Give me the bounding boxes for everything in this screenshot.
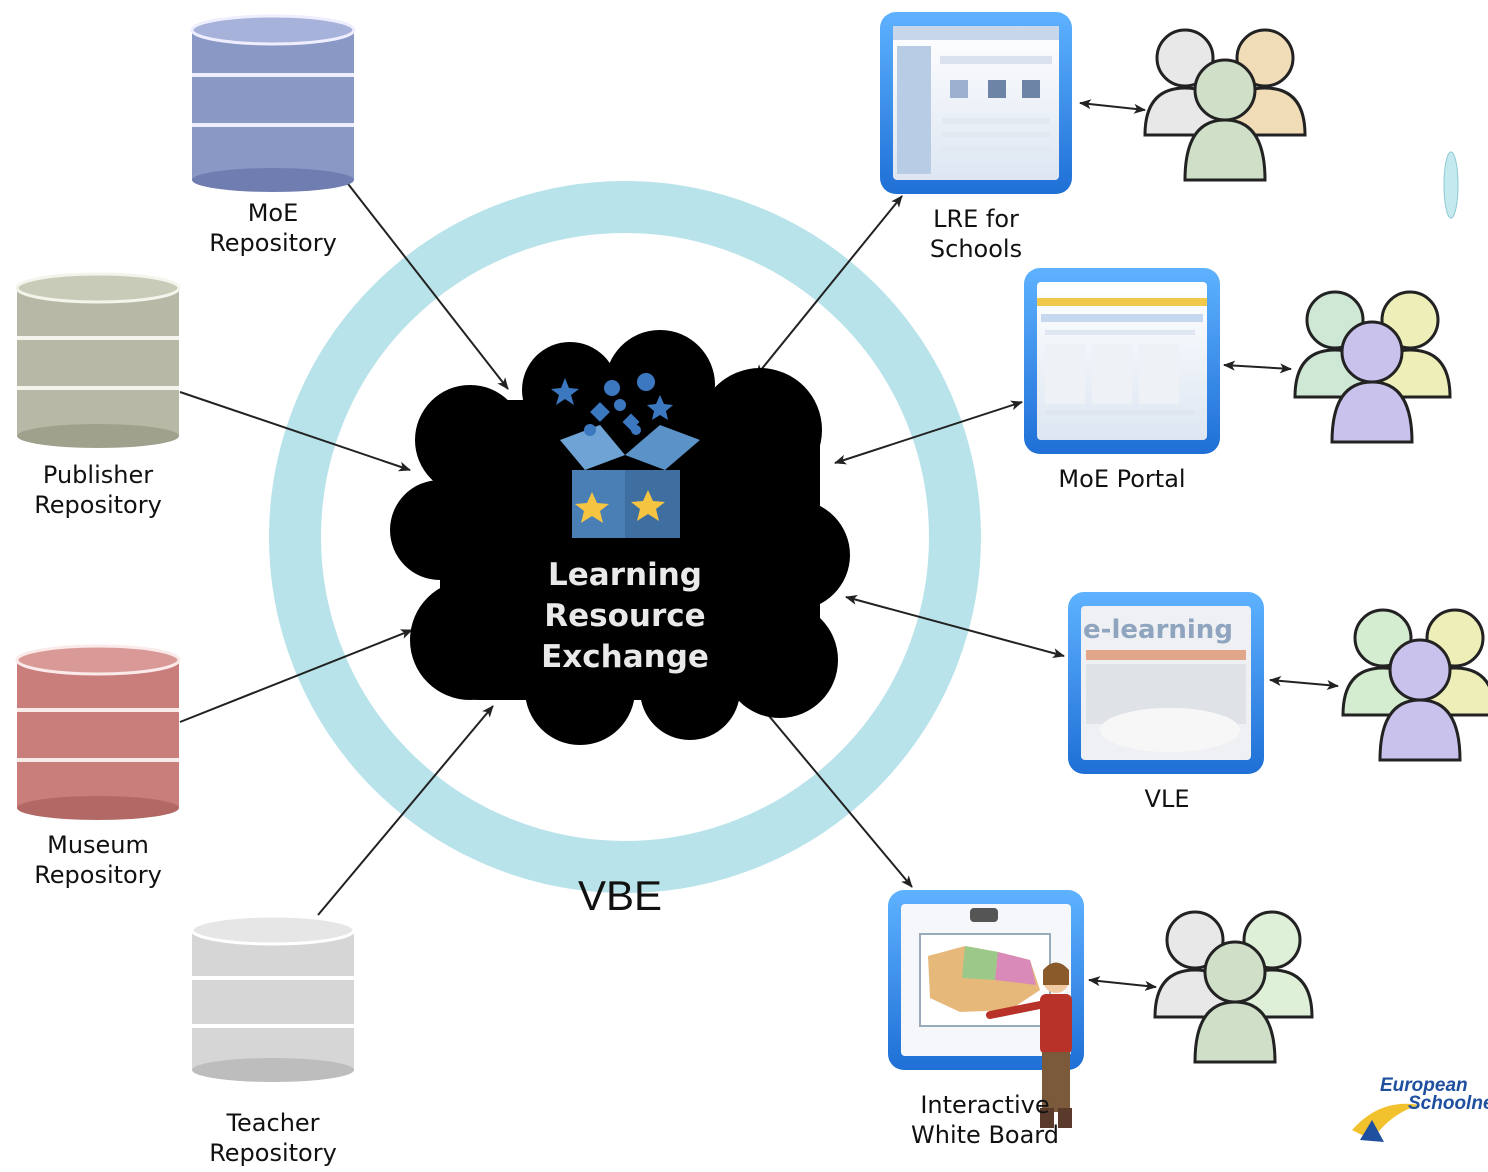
iwb-label-line-2: White Board	[911, 1121, 1059, 1149]
lre-schools-label: LRE for Schools	[930, 204, 1022, 264]
user-group-icon-iwb	[1153, 910, 1314, 1064]
museum-repository-label-line-2: Repository	[34, 861, 162, 889]
user-group-icon-lre	[1143, 28, 1307, 182]
user-arrows	[1079, 99, 1339, 991]
lre-schools-label-line-1: LRE for	[933, 205, 1019, 233]
moe-repository-label-line-2: Repository	[209, 229, 337, 257]
hub-title-line-2: Resource	[544, 598, 706, 634]
channel-arrows	[748, 195, 1065, 888]
database-icon-teacher	[190, 914, 356, 1082]
hub-title-line-3: Exchange	[541, 639, 709, 675]
database-icon-museum	[15, 644, 181, 820]
museum-repository-label: Museum Repository	[34, 830, 162, 890]
moe-portal-label: MoE Portal	[1058, 464, 1185, 494]
database-icon-publisher	[15, 272, 181, 448]
vbe-ring-label: VBE	[577, 872, 663, 919]
hub-title: Learning Resource Exchange	[541, 555, 709, 678]
logo-line-2: Schoolnet	[1408, 1093, 1488, 1114]
publisher-repository-label-line-2: Repository	[34, 491, 162, 519]
arrow-vle	[845, 595, 1065, 658]
arrow-lre-schools	[755, 195, 903, 377]
museum-repository-label-line-1: Museum	[47, 831, 149, 859]
arrow-users-lre	[1079, 99, 1146, 114]
arrow-museum-repository	[179, 629, 413, 723]
moe-repository-label: MoE Repository	[209, 198, 337, 258]
monitor-icon-lre-schools	[880, 12, 1072, 194]
publisher-repository-label: Publisher Repository	[34, 460, 162, 520]
european-schoolnet-logo-icon	[1352, 1103, 1420, 1142]
resource-box-icon	[551, 373, 700, 538]
vle-label-line-1: VLE	[1144, 785, 1190, 813]
arrow-users-vle	[1269, 675, 1339, 691]
iwb-label-line-1: Interactive	[920, 1091, 1050, 1119]
arrow-publisher-repository	[179, 391, 411, 472]
arrow-users-iwb	[1088, 976, 1157, 991]
user-group-icon-vle	[1341, 608, 1488, 762]
logo-line-1: European	[1380, 1075, 1468, 1096]
arrow-iwb	[748, 691, 913, 888]
monitor-icon-iwb	[888, 890, 1084, 1128]
lre-schools-label-line-2: Schools	[929, 235, 1023, 263]
publisher-repository-label-line-1: Publisher	[42, 461, 154, 489]
hub-cloud	[390, 330, 850, 745]
arrow-teacher-repository	[317, 705, 494, 916]
moe-portal-label-line-1: MoE Portal	[1058, 465, 1186, 493]
teacher-repository-label: Teacher Repository	[209, 1108, 337, 1168]
monitor-icon-vle: e-learning	[1068, 592, 1264, 774]
arrow-users-portal	[1223, 360, 1292, 374]
hub-title-line-1: Learning	[548, 557, 702, 593]
moe-repository-label-line-1: MoE	[247, 199, 299, 227]
arrow-moe-portal	[834, 400, 1023, 465]
user-group-icon-portal	[1293, 290, 1452, 444]
teacher-repository-label-line-2: Repository	[209, 1139, 337, 1167]
teacher-repository-label-line-1: Teacher	[226, 1109, 320, 1137]
vle-screen-text: e-learning	[1083, 615, 1233, 645]
vle-label: VLE	[1145, 784, 1190, 814]
european-schoolnet-logo: European Schoolnet	[1352, 1076, 1488, 1156]
ring-fragment	[1443, 151, 1459, 219]
monitor-icon-moe-portal	[1024, 268, 1220, 454]
iwb-label: Interactive White Board	[911, 1090, 1059, 1150]
vbe-ring	[269, 181, 981, 893]
arrow-moe-repository	[344, 179, 509, 390]
repository-arrows	[179, 179, 509, 916]
database-icon-moe	[190, 14, 356, 192]
